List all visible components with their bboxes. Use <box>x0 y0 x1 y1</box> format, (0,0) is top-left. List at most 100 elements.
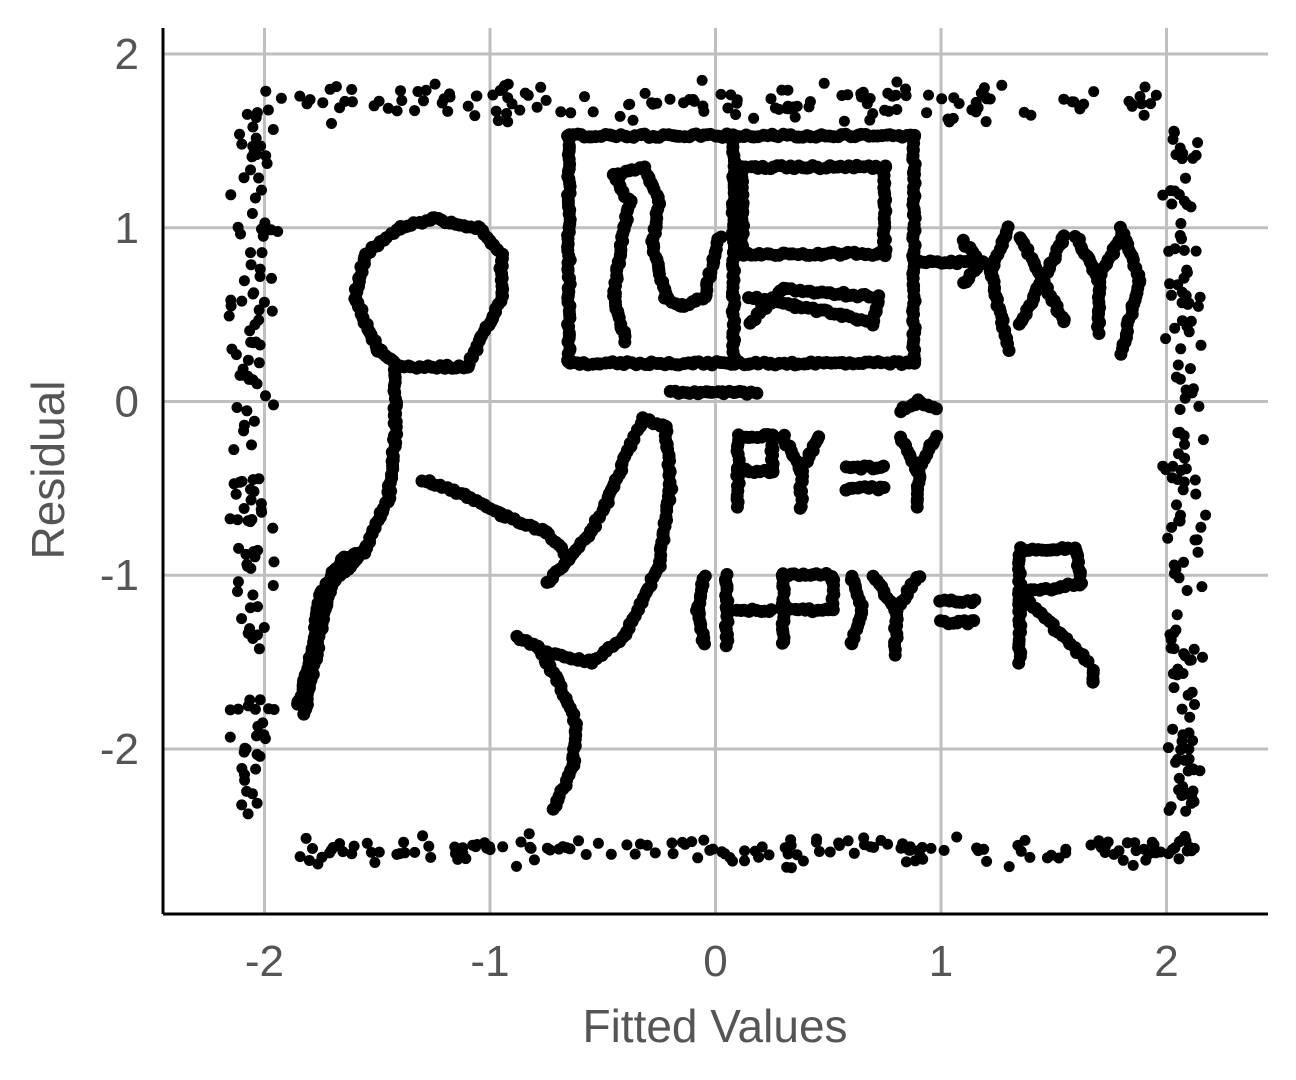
data-point <box>246 208 258 219</box>
data-point <box>923 89 934 101</box>
data-point <box>951 831 963 843</box>
data-point <box>1123 95 1135 107</box>
data-point <box>1127 859 1139 871</box>
stroke-point-eq1-Yhat <box>930 429 944 443</box>
data-point <box>1183 753 1195 765</box>
data-point <box>395 85 406 97</box>
data-point <box>245 259 257 271</box>
data-point <box>980 116 992 128</box>
data-point <box>236 295 248 307</box>
data-point <box>223 310 235 322</box>
data-point <box>1168 568 1180 579</box>
data-point <box>592 837 604 849</box>
data-point <box>900 856 912 868</box>
stroke-point-eq2-R-subscript <box>1086 675 1100 689</box>
data-point <box>1192 137 1204 149</box>
data-point <box>348 840 360 852</box>
data-point <box>1167 723 1179 735</box>
x-axis-title: Fitted Values <box>582 1000 847 1052</box>
x-tick-label: 1 <box>929 937 953 986</box>
data-point <box>225 294 237 306</box>
data-point <box>398 836 410 848</box>
data-point <box>731 97 743 109</box>
data-point <box>1183 727 1195 739</box>
data-point <box>487 89 499 101</box>
data-point <box>1177 484 1189 496</box>
data-point <box>249 192 261 204</box>
data-point <box>1180 384 1192 396</box>
data-point <box>785 862 797 874</box>
data-point <box>1012 839 1024 851</box>
data-point <box>1108 848 1120 860</box>
data-point <box>252 629 263 641</box>
data-point <box>1145 98 1157 110</box>
data-point <box>470 90 482 102</box>
data-point <box>238 503 250 514</box>
data-point <box>1157 460 1169 472</box>
data-point <box>804 96 816 108</box>
data-point <box>267 522 279 534</box>
data-point <box>875 834 887 846</box>
data-point <box>882 87 894 99</box>
data-point <box>1184 841 1196 853</box>
data-point <box>258 296 270 308</box>
data-point <box>226 343 238 355</box>
data-point <box>245 164 256 176</box>
data-point <box>1024 851 1036 863</box>
data-point <box>1180 805 1192 817</box>
data-point <box>1053 852 1065 864</box>
data-point <box>789 111 801 123</box>
stroke-point-xy-x1 <box>1057 315 1071 329</box>
data-point <box>1196 581 1208 593</box>
data-point <box>242 808 254 820</box>
data-point <box>267 580 279 591</box>
data-point <box>1066 96 1078 108</box>
data-point <box>727 855 738 867</box>
data-point <box>499 80 511 92</box>
data-point <box>238 425 250 437</box>
data-point <box>307 843 318 854</box>
data-point <box>1187 152 1199 164</box>
data-point <box>425 851 437 863</box>
data-point <box>241 405 253 417</box>
stroke-point-eq1-equals-bottom <box>877 481 891 494</box>
data-point <box>833 837 845 849</box>
data-point <box>268 704 280 715</box>
data-point <box>1170 371 1182 383</box>
data-point <box>1175 343 1187 355</box>
data-point <box>1169 322 1181 334</box>
data-point <box>942 113 954 125</box>
data-point <box>1170 624 1182 636</box>
data-point <box>921 107 933 119</box>
data-point <box>365 846 377 858</box>
data-point <box>1188 643 1200 655</box>
stroke-point-eq2-equals-top <box>968 593 982 607</box>
data-point <box>925 842 937 854</box>
data-point <box>225 189 237 201</box>
data-point <box>257 717 269 729</box>
stroke-point-shoulder-arm <box>540 575 554 589</box>
stroke-point-lower-body <box>546 802 560 816</box>
data-point <box>1179 438 1190 450</box>
data-point <box>239 774 251 786</box>
data-point <box>739 845 751 857</box>
data-point <box>565 107 577 119</box>
data-point <box>1182 298 1194 310</box>
data-point <box>1175 464 1187 476</box>
data-point <box>248 415 260 427</box>
data-point <box>1189 474 1201 486</box>
data-point <box>978 82 990 94</box>
data-point <box>1170 756 1182 768</box>
data-point <box>275 92 287 104</box>
data-point <box>490 105 502 117</box>
data-point <box>1166 198 1178 210</box>
data-point <box>1179 392 1191 404</box>
data-point <box>765 93 777 105</box>
data-point <box>232 703 244 715</box>
stroke-point-eq1-P <box>730 463 744 477</box>
data-point <box>294 851 306 863</box>
y-tick-label: 2 <box>115 30 139 79</box>
data-point <box>244 694 256 706</box>
data-point <box>1192 300 1204 312</box>
data-point <box>1178 272 1190 284</box>
